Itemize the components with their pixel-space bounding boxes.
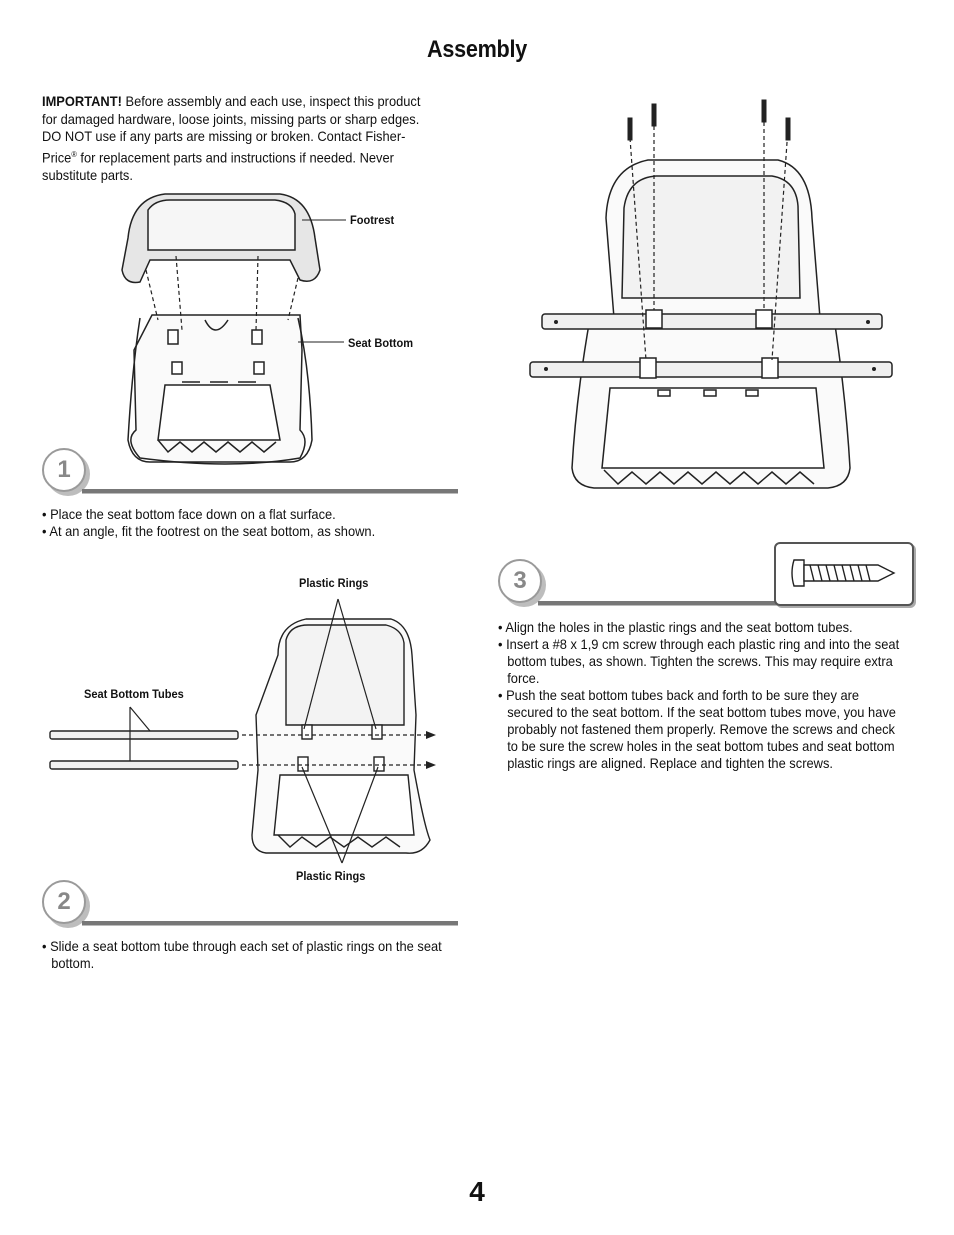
step-2-divider: [82, 921, 458, 926]
registered-mark: ®: [71, 149, 77, 159]
important-label: IMPORTANT!: [42, 93, 122, 109]
label-seat-bottom: Seat Bottom: [348, 336, 414, 350]
step-1-badge: 1: [42, 448, 86, 492]
page-number: 4: [469, 1176, 485, 1207]
label-plastic-rings-bottom: Plastic Rings: [296, 869, 366, 883]
step-3-bullet: • Insert a #8 x 1,9 cm screw through eac…: [498, 636, 900, 686]
step-1-instructions: • Place the seat bottom face down on a f…: [42, 506, 447, 540]
label-plastic-rings-top: Plastic Rings: [299, 576, 369, 590]
step2-illustration: [49, 598, 436, 864]
intro-text-2: for replacement parts and instructions i…: [42, 149, 394, 183]
step-3-bullet: • Push the seat bottom tubes back and fo…: [498, 687, 896, 771]
step-2-bullet: • Slide a seat bottom tube through each …: [42, 938, 442, 971]
step-3-instructions: • Align the holes in the plastic rings a…: [498, 619, 903, 772]
step-3-bullet: • Align the holes in the plastic rings a…: [498, 619, 853, 635]
step-2-badge: 2: [42, 880, 86, 924]
label-seat-bottom-tubes: Seat Bottom Tubes: [84, 687, 184, 701]
page-title: Assembly: [427, 36, 527, 63]
step3-illustration: [529, 99, 893, 489]
label-footrest: Footrest: [350, 213, 395, 227]
step-3-divider: [538, 601, 912, 606]
intro-text-1: Before assembly and each use, inspect th…: [42, 93, 421, 166]
screw-icon: [791, 559, 896, 587]
step-3-badge: 3: [498, 559, 542, 603]
step-2-instructions: • Slide a seat bottom tube through each …: [42, 938, 447, 972]
step1-illustration: [121, 193, 346, 465]
step-1-bullet: • Place the seat bottom face down on a f…: [42, 506, 336, 522]
step-1-divider: [82, 489, 458, 494]
step-1-bullet: • At an angle, fit the footrest on the s…: [42, 523, 376, 539]
important-notice: IMPORTANT! Before assembly and each use,…: [42, 93, 438, 184]
hardware-box: [774, 542, 914, 606]
